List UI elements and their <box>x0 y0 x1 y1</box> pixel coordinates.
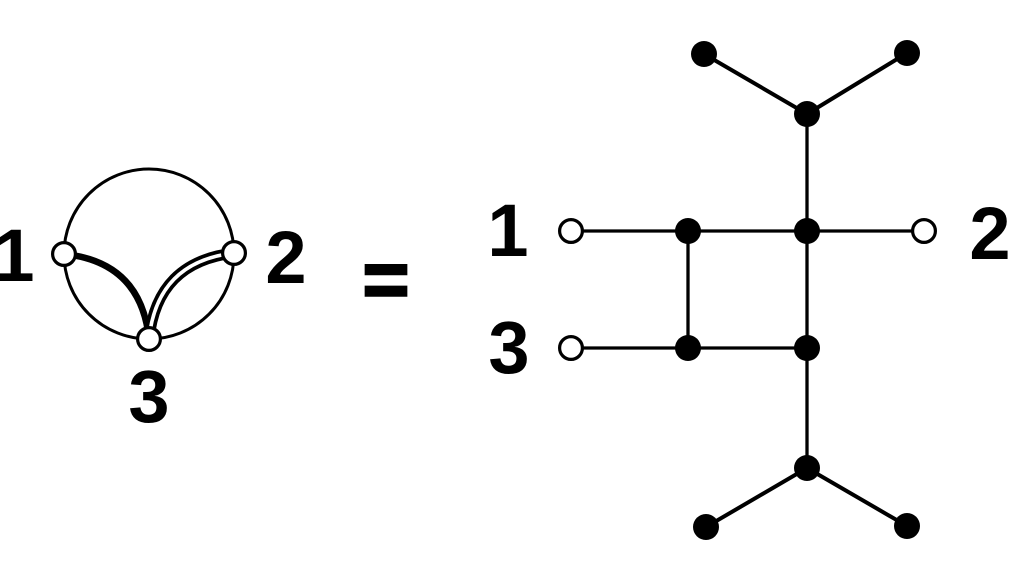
node-square-bottom-left <box>675 335 701 361</box>
node-bottom-left-leaf <box>693 514 719 540</box>
right-external-vertex-3 <box>557 335 584 362</box>
node-top-right-leaf <box>894 40 920 66</box>
equals-sign: = <box>363 235 410 324</box>
node-top-junction <box>794 101 820 127</box>
left-vertex-1 <box>50 241 77 268</box>
right-leg-2-label: 2 <box>969 192 1010 275</box>
node-bottom-right-leaf <box>894 513 920 539</box>
right-external-vertex-1 <box>557 218 584 245</box>
left-vertex-3-label: 3 <box>128 355 169 438</box>
left-vertex-1-label: 1 <box>0 214 35 297</box>
inner-double-edge-3-2-gap <box>147 251 235 340</box>
top-left-arm-edge <box>702 52 809 116</box>
top-right-arm-edge <box>805 51 909 116</box>
bottom-right-arm-edge <box>805 466 909 528</box>
left-vertex-2 <box>221 240 248 267</box>
right-leg-3-label: 3 <box>488 306 529 389</box>
bottom-left-arm-edge <box>704 466 809 529</box>
right-leg-1-label: 1 <box>487 189 528 272</box>
right-external-vertex-2 <box>910 218 937 245</box>
node-square-bottom-right <box>794 335 820 361</box>
node-square-top-left <box>675 218 701 244</box>
left-vertex-3 <box>136 326 163 353</box>
left-vertex-2-label: 2 <box>265 216 306 299</box>
node-bottom-junction <box>794 455 820 481</box>
node-top-left-leaf <box>691 41 717 67</box>
right-graph: 1 2 3 <box>487 40 1011 540</box>
node-square-top-right <box>794 218 820 244</box>
left-graph: 1 2 3 <box>0 167 307 438</box>
